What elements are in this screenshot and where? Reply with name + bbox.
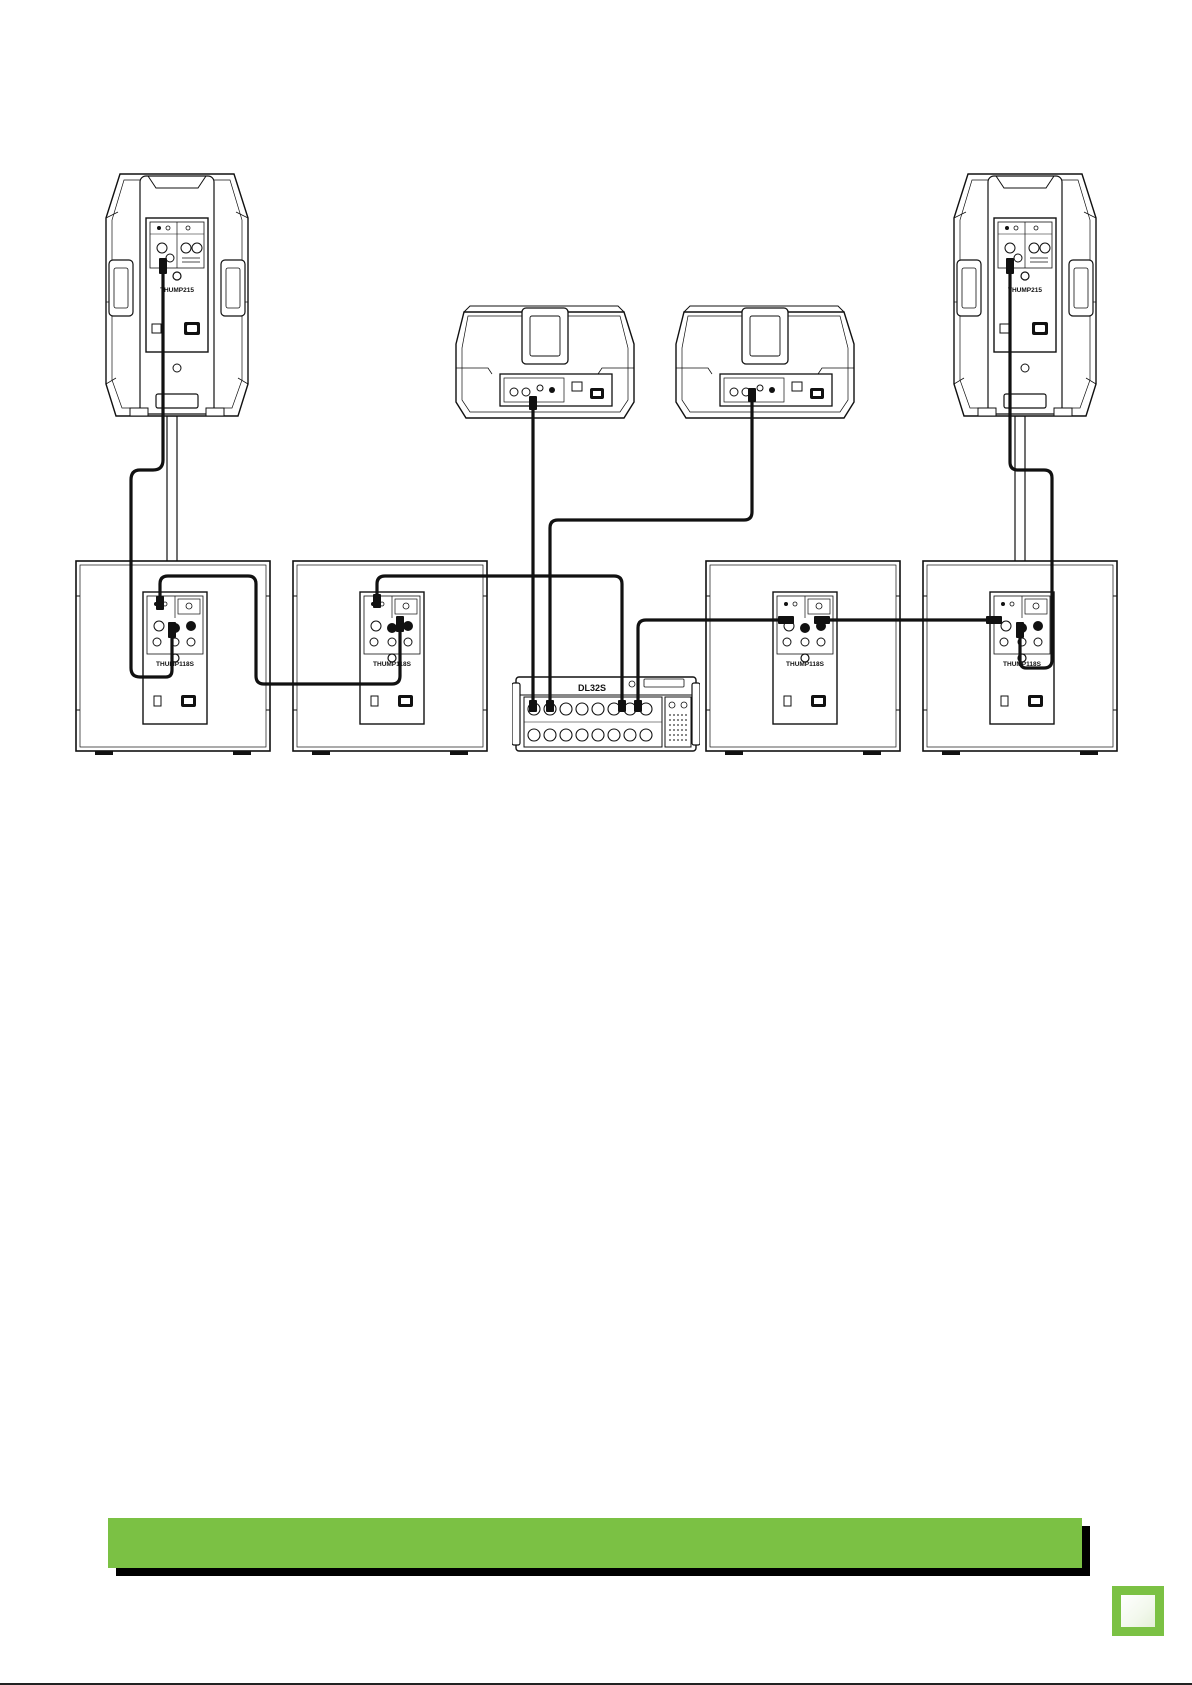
page-number-box-inner (1121, 1595, 1155, 1627)
top-speaker-left-label: THUMP215 (160, 287, 194, 294)
speaker-pole-left (167, 416, 177, 562)
mixer-label: DL32S (578, 683, 606, 693)
subwoofer-2 (293, 561, 487, 755)
top-speaker-right-label: THUMP215 (1008, 287, 1042, 294)
floor-monitor-left (456, 306, 634, 418)
top-speaker-left (106, 174, 248, 416)
subwoofer-1-label: THUMP118S (156, 661, 195, 668)
floor-monitor-right (676, 306, 854, 418)
top-speaker-right (954, 174, 1096, 416)
section-bar (108, 1518, 1082, 1568)
subwoofer-3 (706, 561, 900, 755)
page-number-box (1112, 1586, 1164, 1636)
speaker-pole-right (1015, 416, 1025, 562)
subwoofer-2-label: THUMP118S (373, 661, 412, 668)
subwoofer-3-label: THUMP118S (786, 661, 825, 668)
